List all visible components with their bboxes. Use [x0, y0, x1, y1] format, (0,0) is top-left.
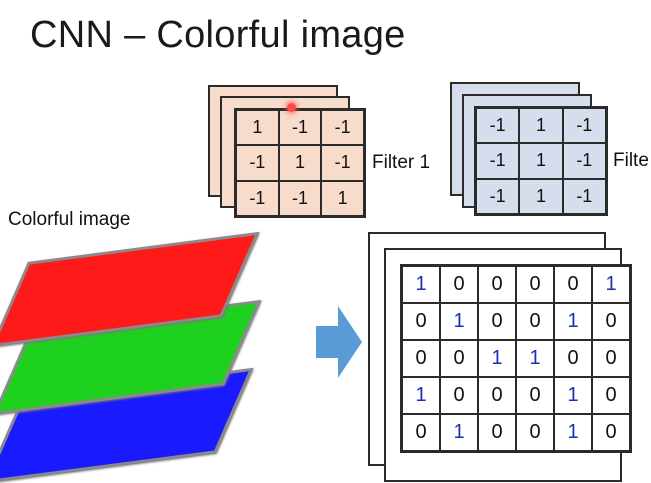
filter2-cell: 1 [519, 178, 563, 214]
matrix-cell: 1 [440, 303, 478, 340]
matrix-cell: 0 [554, 266, 592, 303]
matrix-cell: 0 [402, 303, 440, 340]
filter1-cell: 1 [278, 145, 322, 181]
filter2-cell: -1 [562, 143, 606, 179]
matrix-cell: 1 [554, 414, 592, 451]
matrix-cell: 0 [402, 340, 440, 377]
filter1-label: Filter 1 [372, 152, 431, 173]
matrix-cell: 0 [440, 340, 478, 377]
filter2-cell: -1 [476, 178, 520, 214]
filter1-cell: -1 [236, 145, 279, 181]
matrix-cell: 1 [516, 340, 554, 377]
filter1-cell: -1 [278, 110, 322, 146]
filter2-cell: 1 [519, 108, 563, 144]
matrix-cell: 0 [592, 340, 630, 377]
matrix-cell: 0 [516, 303, 554, 340]
matrix-cell: 1 [478, 340, 516, 377]
matrix-cell: 1 [592, 266, 630, 303]
filter1-cell: -1 [321, 145, 364, 181]
filter2-cell: -1 [562, 108, 606, 144]
filter1-cell: -1 [236, 180, 279, 216]
filter1-cell: -1 [278, 180, 322, 216]
matrix-cell: 0 [516, 377, 554, 414]
filter2-cell: -1 [476, 143, 520, 179]
matrix-cell: 1 [402, 377, 440, 414]
matrix-cell: 0 [402, 414, 440, 451]
pointer-dot [287, 103, 296, 112]
matrix-cell: 0 [478, 414, 516, 451]
matrix-cell: 1 [554, 377, 592, 414]
matrix-cell: 1 [554, 303, 592, 340]
colorful-image-label: Colorful image [8, 209, 131, 230]
matrix-cell: 0 [440, 377, 478, 414]
page-title: CNN – Colorful image [30, 14, 406, 56]
matrix-cell: 0 [592, 377, 630, 414]
filter2-cell: -1 [476, 108, 520, 144]
matrix-cell: 0 [554, 340, 592, 377]
matrix-cell: 0 [478, 266, 516, 303]
matrix-cell: 0 [516, 266, 554, 303]
matrix-cell: 0 [592, 414, 630, 451]
filter2-cell: 1 [519, 143, 563, 179]
filter2-label: Filte [613, 150, 649, 171]
matrix-cell: 0 [516, 414, 554, 451]
matrix-cell: 0 [478, 303, 516, 340]
right-arrow-icon [316, 306, 362, 378]
filter1-cell: 1 [236, 110, 279, 146]
matrix-cell: 0 [478, 377, 516, 414]
matrix-cell: 1 [440, 414, 478, 451]
matrix-cell: 1 [402, 266, 440, 303]
matrix-cell: 0 [440, 266, 478, 303]
matrix-cell: 0 [592, 303, 630, 340]
filter2-cell: -1 [562, 178, 606, 214]
filter1-cell: 1 [321, 180, 364, 216]
filter1-cell: -1 [321, 110, 364, 146]
